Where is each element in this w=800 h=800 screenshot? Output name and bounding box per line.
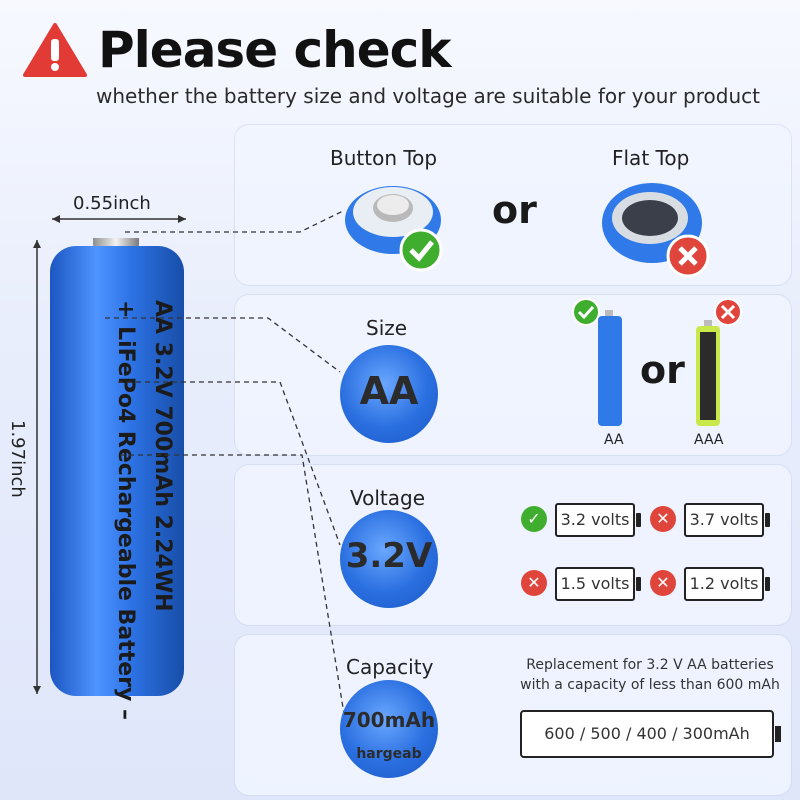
button-top-label: Button Top [330, 146, 438, 170]
capacity-range: 600 / 500 / 400 / 300mAh [520, 710, 781, 758]
x-icon: ✕ [650, 506, 676, 532]
height-arrow [33, 240, 41, 694]
battery-print-line2: + LiFePo4 Rechargeable Battery – [113, 300, 138, 720]
voltage-label: Voltage [350, 486, 426, 510]
height-label: 1.97inch [7, 420, 28, 498]
aa-battery-image [572, 298, 622, 426]
x-icon: ✕ [650, 570, 676, 596]
or-text: or [640, 348, 685, 392]
voltage-zoom-text: 3.2V [345, 536, 433, 576]
flat-top-image [602, 183, 710, 278]
voltage-zoom: 3.2V [340, 510, 438, 608]
voltage-option-1: 3.2 volts [555, 503, 641, 537]
capacity-zoom-text: 700mAh [342, 708, 436, 732]
flat-top-label: Flat Top [612, 146, 690, 170]
capacity-zoom: 700mAh hargeab [340, 680, 438, 778]
voltage-option-2: 3.7 volts [684, 503, 770, 537]
aaa-battery-image [696, 298, 742, 426]
aa-label: AA [604, 432, 624, 448]
capacity-zoom-subtext: hargeab [356, 746, 422, 762]
size-zoom: AA [340, 345, 438, 443]
capacity-note: Replacement for 3.2 V AA batteries with … [520, 657, 780, 693]
x-icon: ✕ [521, 570, 547, 596]
or-text: or [492, 188, 537, 232]
page-title: Please check [98, 21, 452, 79]
battery-print-line1: AA 3.2V 700mAh 2.24WH [150, 300, 175, 612]
size-label: Size [366, 316, 408, 340]
check-icon: ✓ [521, 506, 547, 532]
width-arrow [52, 215, 186, 223]
page-subtitle: whether the battery size and voltage are… [96, 84, 760, 108]
capacity-label: Capacity [346, 655, 434, 679]
voltage-option-3: 1.5 volts [555, 567, 641, 601]
size-zoom-text: AA [359, 369, 419, 413]
aaa-label: AAA [694, 432, 724, 448]
button-top-image [345, 186, 443, 272]
voltage-panel [235, 465, 791, 625]
battery-print: AA 3.2V 700mAh 2.24WH + LiFePo4 Recharge… [113, 300, 175, 720]
voltage-option-4: 1.2 volts [684, 567, 770, 601]
width-label: 0.55inch [73, 193, 151, 214]
warning-icon [23, 23, 87, 77]
